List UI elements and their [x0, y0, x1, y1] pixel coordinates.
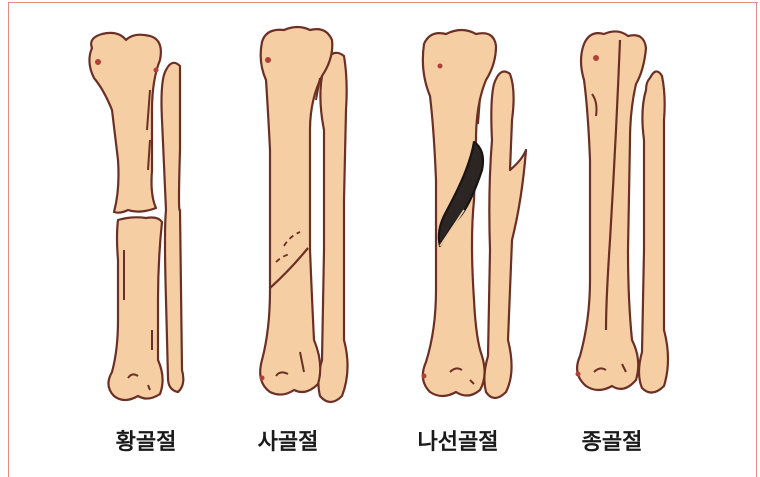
label-oblique-fracture: 사골절	[238, 424, 338, 456]
longitudinal-fibula	[639, 71, 668, 392]
longitudinal-fracture-bones	[577, 31, 668, 392]
spiral-fibula	[484, 72, 526, 398]
label-spiral-fracture: 나선골절	[398, 424, 518, 456]
transverse-tibia-lower	[108, 217, 162, 400]
label-transverse-fracture: 황골절	[96, 424, 196, 456]
oblique-fibula	[318, 53, 347, 402]
oblique-fracture-bones	[260, 27, 347, 402]
spiral-fracture-bones	[423, 30, 526, 398]
transverse-fibula	[162, 63, 184, 392]
transverse-tibia-upper	[89, 33, 160, 213]
label-longitudinal-fracture: 종골절	[562, 424, 662, 456]
transverse-fracture-bones	[89, 33, 183, 400]
